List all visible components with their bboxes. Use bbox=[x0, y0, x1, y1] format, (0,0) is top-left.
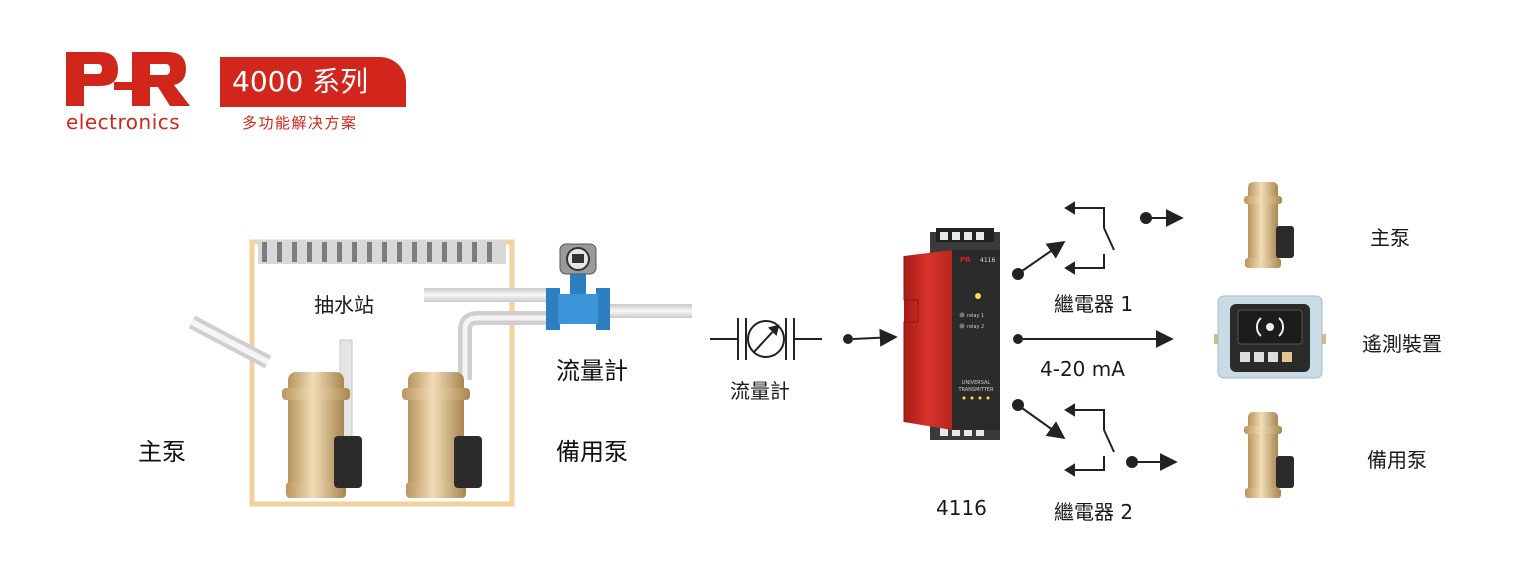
logo-subtitle: electronics bbox=[66, 110, 181, 134]
series-subtitle: 多功能解决方案 bbox=[242, 114, 358, 132]
device-label: 4116 bbox=[936, 496, 987, 520]
flowmeter-symbol bbox=[710, 318, 822, 360]
analog-output-label: 4-20 mA bbox=[1040, 357, 1125, 381]
pump-station-tank bbox=[249, 239, 515, 507]
standby-pump-output bbox=[1244, 412, 1294, 498]
standby-pump-label-right: 備用泵 bbox=[1367, 448, 1427, 472]
relay-2-schematic bbox=[1012, 399, 1178, 477]
input-arrow bbox=[843, 328, 898, 347]
device-panel-text-2: TRANSMITTER bbox=[957, 387, 994, 393]
outlet-pipes bbox=[339, 288, 692, 451]
relay-2-label: 繼電器 2 bbox=[1054, 500, 1134, 524]
main-pump-label-left: 主泵 bbox=[138, 438, 186, 466]
device-model-text: 4116 bbox=[980, 257, 995, 264]
standby-pump-in-tank bbox=[402, 372, 482, 498]
standby-pump-label-left: 備用泵 bbox=[556, 438, 628, 466]
relay-1-label: 繼電器 1 bbox=[1054, 292, 1134, 316]
pr-logo bbox=[66, 52, 190, 110]
flowmeter-symbol-label: 流量計 bbox=[730, 379, 790, 403]
main-pump-label-right: 主泵 bbox=[1370, 226, 1410, 250]
device-panel-text-1: UNIVERSAL bbox=[962, 380, 991, 386]
telemetry-label: 遙測裝置 bbox=[1362, 332, 1442, 356]
flowmeter-label: 流量計 bbox=[556, 357, 628, 385]
device-brand-text: PR bbox=[960, 256, 971, 264]
analog-output-arrow bbox=[1013, 330, 1174, 348]
pump-station-label: 抽水站 bbox=[314, 293, 374, 317]
inlet-pipe bbox=[188, 315, 272, 369]
telemetry-device bbox=[1214, 295, 1326, 379]
relay-led-2-text: relay 2 bbox=[967, 324, 984, 330]
series-badge: 4000 系列 bbox=[220, 57, 406, 107]
flowmeter-device bbox=[546, 243, 610, 330]
main-pump-in-tank bbox=[282, 372, 362, 498]
main-pump-output bbox=[1244, 182, 1294, 268]
relay-led-1-text: relay 1 bbox=[967, 313, 984, 319]
transmitter-4116: PR 4116 relay 1 relay 2 UNIVERSAL TRANSM… bbox=[903, 228, 1000, 440]
relay-1-schematic bbox=[1012, 201, 1184, 280]
